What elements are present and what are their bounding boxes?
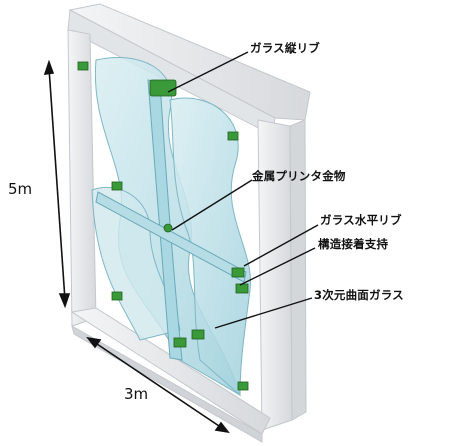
label-glass-horizontal-rib: ガラス水平リブ xyxy=(320,213,402,227)
label-glass-fin: ガラス縦リブ xyxy=(250,41,320,55)
glass-vertical-rib xyxy=(147,79,183,361)
bracket xyxy=(231,267,245,278)
bracket xyxy=(111,181,123,191)
bracket-group xyxy=(77,61,249,391)
dimension-arrows xyxy=(43,59,230,434)
bracket xyxy=(77,61,89,71)
bracket xyxy=(149,79,177,97)
glass-horizontal-rib xyxy=(95,191,247,283)
steel-frame xyxy=(67,3,311,443)
dimension-width: 3m xyxy=(124,385,149,403)
bracket xyxy=(191,329,205,340)
dimension-height: 5m xyxy=(8,180,33,198)
label-metal-printed-joint: 金属プリンタ金物 xyxy=(252,169,346,183)
bracket xyxy=(173,337,187,348)
bracket xyxy=(237,381,249,391)
bracket xyxy=(235,283,249,294)
label-structural-adhesive: 構造接着支持 xyxy=(318,237,389,251)
bracket xyxy=(111,291,123,301)
label-curved-glass: 3次元曲面ガラス xyxy=(314,288,404,302)
leader-lines xyxy=(167,51,319,329)
metal-joint xyxy=(163,223,173,233)
bracket xyxy=(227,131,239,141)
